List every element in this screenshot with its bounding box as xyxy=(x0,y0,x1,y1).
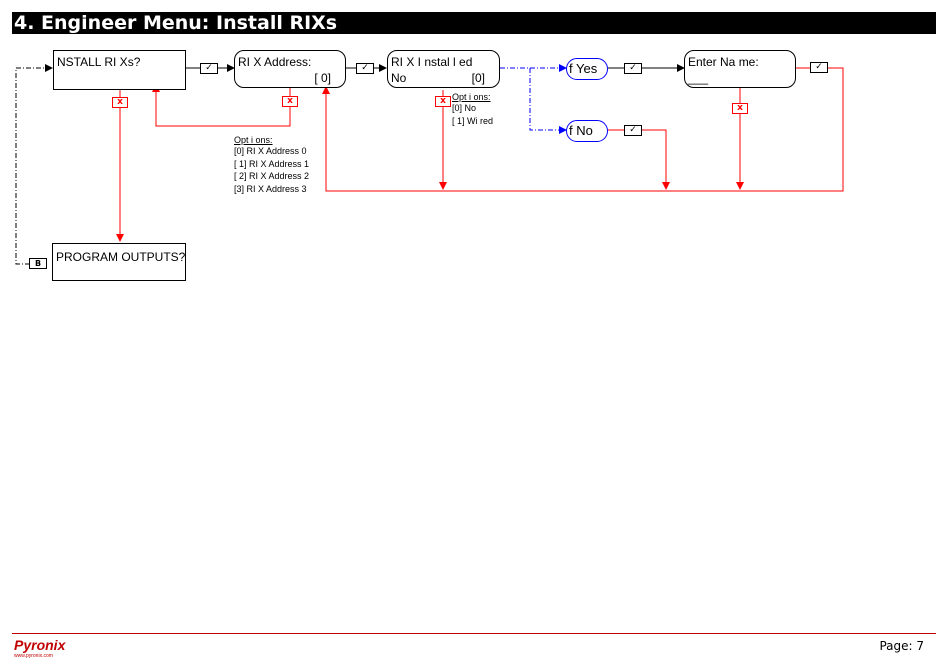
enter-name-box: Enter Na me: ___ xyxy=(684,50,796,88)
enter-name-sub: ___ xyxy=(688,71,709,85)
page-title: 4. Engineer Menu: Install RIXs xyxy=(12,12,936,34)
pyronix-logo: Pyronix www.pyronix.com xyxy=(14,637,65,659)
link-installed-to-no xyxy=(529,68,567,134)
install-rixs-box: NSTALL RI Xs? xyxy=(53,50,186,90)
program-outputs-label: PROGRAM OUTPUTS? xyxy=(56,250,186,264)
address-option: [ 1] RI X Address 1 xyxy=(234,158,310,169)
tick-chip: ✓ xyxy=(810,62,828,73)
address-option: [3] RI X Address 3 xyxy=(234,183,307,194)
address-options-header: Opt i ons: xyxy=(234,135,273,145)
tick-chip: ✓ xyxy=(356,63,374,74)
b-connector-chip: B xyxy=(29,258,47,269)
address-options: Opt i ons: [0] RI X Address 0 [ 1] RI X … xyxy=(234,135,309,195)
footer-divider xyxy=(12,633,936,634)
installed-option: [ 1] Wi red xyxy=(452,115,494,126)
rix-installed-box: RI X I nstal l ed No [0] xyxy=(387,50,500,88)
tick-chip: ✓ xyxy=(624,63,642,74)
rix-installed-label: RI X I nstal l ed xyxy=(391,55,473,69)
installed-options: Opt i ons: [0] No [ 1] Wi red xyxy=(452,92,493,127)
enter-name-label: Enter Na me: xyxy=(688,55,759,69)
brand-name: Pyronix xyxy=(14,637,66,653)
rix-address-label: RI X Address: xyxy=(238,55,312,69)
page-number: Page: 7 xyxy=(879,639,924,653)
cross-chip: x xyxy=(732,103,748,114)
address-option: [ 2] RI X Address 2 xyxy=(234,171,310,181)
address-option: [0] RI X Address 0 xyxy=(234,146,307,156)
if-no-oval: f No xyxy=(566,120,608,142)
brand-url: www.pyronix.com xyxy=(14,653,53,659)
tick-chip: ✓ xyxy=(200,63,218,74)
installed-options-header: Opt i ons: xyxy=(452,92,491,102)
if-yes-oval: f Yes xyxy=(566,58,608,80)
rix-installed-sub: No xyxy=(391,71,407,85)
install-rixs-label: NSTALL RI Xs? xyxy=(57,55,141,69)
rix-address-box: RI X Address: [ 0] xyxy=(234,50,346,88)
cross-chip: x xyxy=(112,97,128,108)
cross-chip: x xyxy=(282,96,298,107)
tick-chip: ✓ xyxy=(624,125,642,136)
link-no-tick-down xyxy=(608,129,670,190)
rix-address-value: [ 0] xyxy=(314,71,331,85)
dashdot-return-link xyxy=(15,64,53,265)
link-address-cross-back xyxy=(152,84,291,127)
cross-chip: x xyxy=(435,96,451,107)
installed-option: [0] No xyxy=(452,103,477,113)
program-outputs-box: PROGRAM OUTPUTS? xyxy=(52,243,186,281)
rix-installed-value: [0] xyxy=(471,71,485,85)
